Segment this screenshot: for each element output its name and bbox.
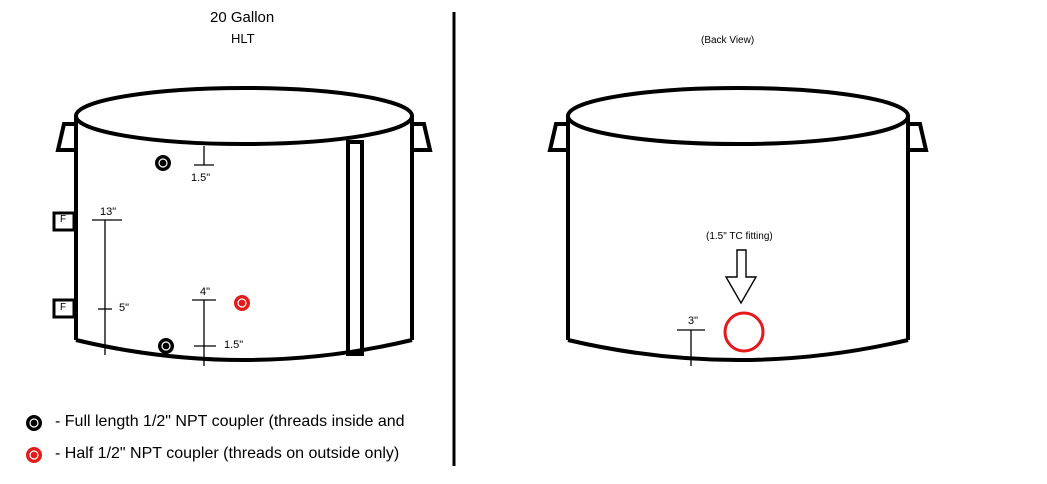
measure-top-coupler: 1.5" <box>191 172 211 184</box>
f-port-top-label: F <box>60 214 67 225</box>
full-coupler-top <box>155 155 171 171</box>
measure-3: 3" <box>688 315 699 327</box>
legend-full-symbol <box>26 415 42 431</box>
dimension-lines-right <box>677 329 705 366</box>
measure-13: 13" <box>100 206 117 218</box>
dimension-lines-left <box>92 146 216 366</box>
measure-5: 5" <box>119 302 130 314</box>
legend-half-text: - Half 1/2" NPT coupler (threads on outs… <box>55 445 400 462</box>
f-port-bottom-label: F <box>60 302 67 313</box>
tc-arrow <box>724 249 758 305</box>
hlt-pot-left-handle <box>55 122 76 152</box>
measure-bottom-coupler: 1.5" <box>224 339 244 351</box>
legend-full-text: - Full length 1/2" NPT coupler (threads … <box>55 413 405 430</box>
back-pot-right-handle <box>908 122 929 152</box>
sight-glass <box>346 140 364 356</box>
f-port-bottom <box>52 298 76 319</box>
hlt-pot-right-handle <box>412 122 433 152</box>
back-view-title: (Back View) <box>701 35 755 46</box>
half-coupler <box>234 295 250 311</box>
f-port-top <box>52 211 76 232</box>
measure-4: 4" <box>200 286 211 298</box>
back-pot-rim <box>566 86 910 146</box>
hlt-pot-bottom <box>75 338 413 362</box>
back-pot-bottom <box>567 338 909 362</box>
hlt-pot <box>55 86 433 362</box>
back-pot-left-handle <box>547 122 568 152</box>
hlt-title: 20 Gallon <box>210 9 275 26</box>
full-coupler-bottom <box>158 338 174 354</box>
hlt-pot-rim <box>74 86 414 146</box>
back-view-pot <box>547 86 929 362</box>
tc-fitting-circle <box>723 311 765 353</box>
tc-fitting-label: (1.5" TC fitting) <box>706 231 773 242</box>
hlt-subtitle: HLT <box>231 31 255 46</box>
legend-half-symbol <box>26 447 42 463</box>
